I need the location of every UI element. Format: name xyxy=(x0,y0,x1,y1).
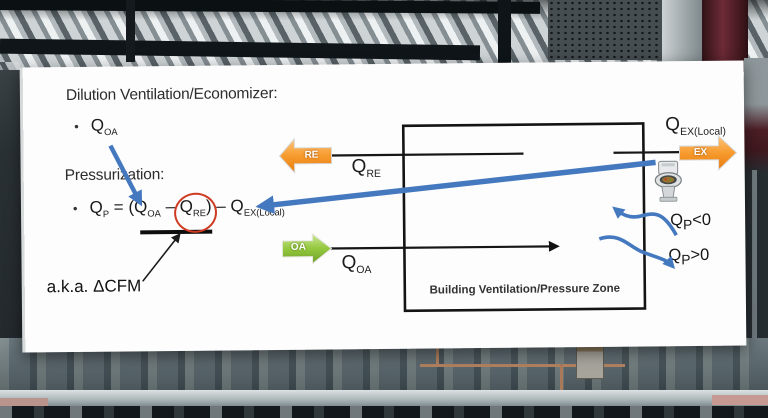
exhaust-to-equation-arrow-icon xyxy=(255,159,656,215)
ex-duct-line xyxy=(613,151,682,154)
qoa-term: QOA xyxy=(90,115,118,138)
infiltration-curve-arrow-icon xyxy=(612,206,678,237)
qex-duct-label: QEX(Local) xyxy=(665,114,726,138)
bullet-dot: • xyxy=(74,118,79,134)
background-wall-dispenser xyxy=(576,343,604,379)
presentation-slide: Dilution Ventilation/Economizer: • QOA P… xyxy=(19,60,747,353)
aka-delta-cfm-label: a.k.a. ΔCFM xyxy=(46,276,142,297)
zone-box-label: Building Ventilation/Pressure Zone xyxy=(429,282,621,297)
aka-pointer-arrow-icon xyxy=(142,232,181,282)
background-round-duct-band xyxy=(0,390,768,407)
oa-arrow-label: OA xyxy=(290,241,306,253)
background-pink-pipe xyxy=(712,395,768,405)
background-perforated-panel xyxy=(548,0,664,60)
background-support-post xyxy=(126,0,135,62)
qoa-duct-label: QOA xyxy=(341,252,372,277)
background-copper-pipe-horizontal xyxy=(420,364,625,367)
exfiltration-curve-arrow-icon xyxy=(598,235,676,269)
pressurization-heading: Pressurization: xyxy=(64,166,165,185)
background-copper-pipe-vertical xyxy=(436,345,439,367)
slide-title: Dilution Ventilation/Economizer: xyxy=(65,85,278,105)
background-red-pipes xyxy=(702,0,748,72)
background-support-post xyxy=(498,0,511,72)
bullet-item-qoa: • QOA xyxy=(74,115,118,138)
background-left-wall xyxy=(0,70,22,340)
background-copper-pipe-vertical xyxy=(560,364,563,392)
ex-arrow-label: EX xyxy=(693,146,708,159)
background-pink-pipe xyxy=(0,398,48,406)
background-metal-column xyxy=(662,0,704,70)
background-bottom-dark-band xyxy=(0,406,768,418)
qp-positive-label: QP>0 xyxy=(668,245,710,268)
background-corrugated-wall xyxy=(0,338,768,418)
qre-duct-label: QRE xyxy=(351,156,382,180)
toilet-icon xyxy=(652,160,686,202)
background-vertical-pipe xyxy=(752,170,757,340)
bullet-dot: • xyxy=(72,200,78,216)
qp-negative-label: QP<0 xyxy=(670,210,712,233)
re-arrow-label: RE xyxy=(304,149,319,161)
oa-duct-line xyxy=(329,240,560,252)
